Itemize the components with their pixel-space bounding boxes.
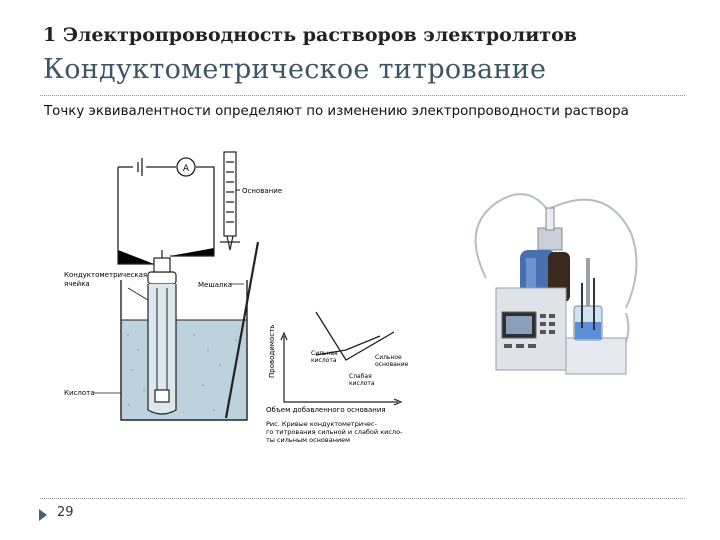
stirrer-base <box>565 337 627 375</box>
keypad <box>504 314 555 348</box>
weak-acid-label-1: Слабая <box>349 373 372 380</box>
graph-xlabel: Объем добавленного основания <box>266 406 386 414</box>
strong-acid-label-1: Сильная <box>311 350 338 357</box>
description-text: Точку эквивалентности определяют по изме… <box>44 104 629 119</box>
title-divider <box>40 95 685 96</box>
figure-caption-line2: го титрования сильной и слабой кисло- <box>266 428 403 436</box>
graph-axes <box>283 336 398 403</box>
stirrer-rod <box>224 241 260 419</box>
tubing-left <box>474 193 547 279</box>
conductivity-cell <box>117 248 215 415</box>
strong-base-label-1: Сильное <box>375 354 402 361</box>
strong-acid-label-2: кислота <box>311 357 337 364</box>
stirrer-label: Мешалка <box>198 281 232 289</box>
ammeter <box>176 157 196 177</box>
burette <box>220 151 240 251</box>
automatic-titrator-image <box>474 193 638 375</box>
tubing-right <box>550 198 638 309</box>
weak-acid-curve <box>315 335 381 356</box>
acid-label: Кислота <box>64 389 95 397</box>
titration-graph: Проводимость Объем добавленного основани… <box>266 311 409 444</box>
base-label: Основание <box>242 187 282 195</box>
cell-label-line2: ячейка <box>64 280 90 288</box>
ammeter-label: A <box>183 164 190 174</box>
page-number: 29 <box>57 505 74 520</box>
slide-marker-icon <box>39 509 47 521</box>
burette-head <box>537 227 563 251</box>
strong-base-label-2: основание <box>375 361 409 368</box>
figure-caption-line3: ты сильным основанием <box>266 436 350 444</box>
slide-subtitle: 1 Электропроводность растворов электроли… <box>43 24 577 46</box>
cell-label-line1: Кондуктометрическая <box>64 271 147 279</box>
graph-ylabel: Проводимость <box>268 325 276 378</box>
strong-acid-curve <box>315 311 395 361</box>
electrode-stand <box>586 258 590 340</box>
weak-acid-label-2: кислота <box>349 380 375 387</box>
beaker <box>120 280 248 421</box>
electric-circuit <box>117 158 215 250</box>
solution-liquid <box>121 320 247 420</box>
titration-apparatus-diagram: A Основание Кондуктометрическая ячейка М… <box>64 151 409 444</box>
footer-divider <box>40 498 685 499</box>
slide-title: Кондуктометрическое титрование <box>43 54 547 85</box>
figure-caption-line1: Рис. Кривые кондуктометричес- <box>266 420 377 428</box>
